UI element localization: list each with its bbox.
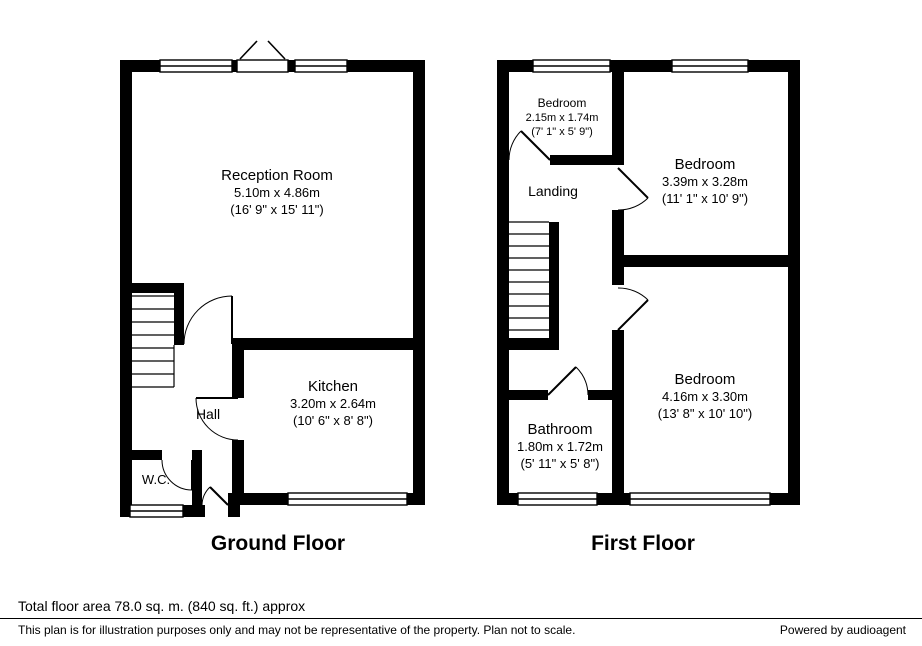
door-leaf (239, 40, 258, 60)
total-floor-area-text: Total floor area 78.0 sq. m. (840 sq. ft… (18, 598, 306, 614)
footer-divider (0, 618, 922, 619)
wall-segment (120, 60, 132, 517)
wall-segment (549, 222, 559, 338)
first-floor-plan (497, 59, 800, 506)
wall-segment (612, 72, 624, 165)
first-floor-windows (517, 59, 771, 506)
room-name: Hall (195, 406, 221, 422)
room-dims-imperial: (10' 6" x 8' 8") (293, 412, 373, 428)
wall-segment (509, 338, 559, 350)
powered-by-text: Powered by audioagent (779, 623, 906, 637)
room-name: Bedroom (674, 156, 736, 173)
door-swing (617, 287, 649, 301)
wall-segment (174, 283, 184, 345)
room-dims-metric: 3.20m x 2.64m (290, 396, 376, 412)
door-swing (617, 197, 649, 211)
door-swing (183, 295, 233, 345)
room-label-bedroom-small: Bedroom 2.15m x 1.74m (7' 1" x 5' 9") (526, 96, 599, 140)
wall-segment (228, 493, 240, 517)
room-dims-imperial: (7' 1" x 5' 9") (531, 126, 593, 139)
room-label-landing: Landing (528, 183, 578, 201)
room-label-hall: Hall (196, 406, 220, 424)
disclaimer-text: This plan is for illustration purposes o… (18, 623, 576, 637)
wall-segment (132, 450, 162, 460)
wall-segment (612, 255, 788, 267)
door-swing (195, 397, 239, 441)
floorplan-canvas (120, 40, 800, 518)
wall-segment (788, 60, 800, 505)
room-label-bedroom-bottom: Bedroom 4.16m x 3.30m (13' 8" x 10' 10") (658, 370, 752, 422)
door-swing (201, 486, 211, 506)
door-swing (161, 459, 193, 491)
room-dims-imperial: (13' 8" x 10' 10") (657, 405, 753, 421)
first-floor-doors (508, 130, 649, 396)
room-dims-imperial: (11' 1" x 10' 9") (661, 190, 749, 206)
wall-segment (497, 60, 509, 505)
wall-segment (612, 210, 624, 285)
room-dims-metric: 1.80m x 1.72m (517, 439, 603, 455)
room-name: Bathroom (527, 421, 593, 438)
wall-segment (132, 283, 184, 293)
wall-segment (509, 390, 548, 400)
room-dims-metric: 4.16m x 3.30m (661, 389, 748, 405)
first-floor-stairs (509, 221, 549, 331)
wall-segment (232, 350, 244, 398)
wall-segment (588, 390, 612, 400)
ground-floor-walls (120, 60, 425, 517)
room-name: Bedroom (674, 371, 736, 388)
room-dims-metric: 3.39m x 3.28m (662, 174, 748, 190)
room-dims-imperial: (16' 9" x 15' 11") (230, 201, 324, 217)
wall-segment (413, 60, 425, 505)
room-name: W.C. (141, 472, 171, 487)
wall-segment (232, 440, 244, 493)
room-label-wc: W.C. (142, 472, 170, 489)
ground-floor-windows (129, 59, 408, 518)
door-leaf (520, 130, 551, 161)
door-swing (575, 366, 589, 396)
room-label-bedroom-top: Bedroom 3.39m x 3.28m (11' 1" x 10' 9") (662, 155, 748, 207)
door-leaf (617, 299, 649, 331)
door-leaf (267, 40, 286, 60)
wall-segment (612, 330, 624, 493)
ground-floor-stairs (132, 295, 175, 388)
room-dims-metric: 5.10m x 4.86m (233, 185, 320, 201)
ground-floor-doors (161, 295, 239, 506)
room-dims-imperial: (5' 11" x 5' 8") (520, 455, 600, 471)
door-swing (508, 130, 522, 161)
room-label-reception: Reception Room 5.10m x 4.86m (16' 9" x 1… (221, 166, 333, 218)
french-door-leaves (239, 40, 286, 60)
room-name: Bedroom (537, 96, 587, 110)
room-label-bathroom: Bathroom 1.80m x 1.72m (5' 11" x 5' 8") (517, 420, 603, 472)
door-leaf (209, 486, 229, 506)
room-label-kitchen: Kitchen 3.20m x 2.64m (10' 6" x 8' 8") (290, 377, 376, 429)
wall-segment (232, 338, 413, 350)
door-leaf (547, 366, 577, 396)
room-name: Landing (528, 183, 578, 199)
wall-segment (550, 155, 624, 165)
room-name: Reception Room (221, 167, 333, 184)
french-door-opening (236, 59, 289, 73)
room-name: Kitchen (307, 378, 359, 395)
door-leaf (617, 167, 649, 199)
room-dims-metric: 2.15m x 1.74m (525, 112, 599, 125)
wall-segment (192, 450, 202, 505)
ground-floor-title: Ground Floor (210, 532, 346, 555)
ground-floor-plan (120, 40, 425, 518)
first-floor-title: First Floor (591, 532, 695, 555)
